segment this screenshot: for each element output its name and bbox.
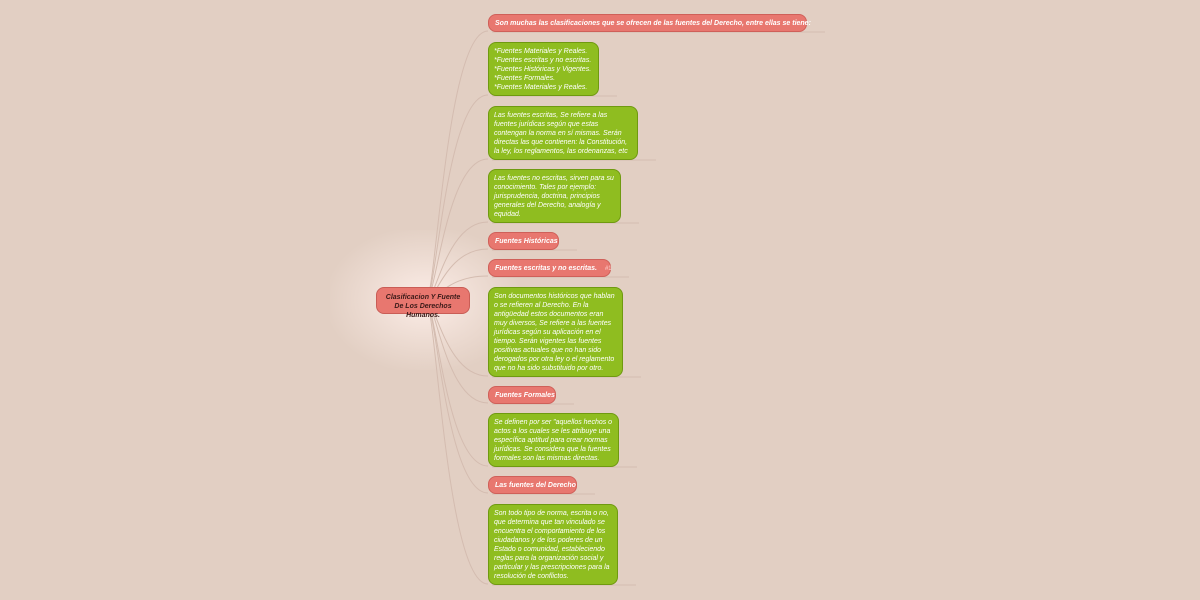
topic-fuentes-escritas[interactable]: Fuentes escritas y no escritas. #1	[488, 259, 612, 277]
topic-fuentes-formales[interactable]: Fuentes Formales	[488, 386, 556, 404]
topic-fuentes-historicas[interactable]: Fuentes Históricas	[488, 232, 559, 250]
note-fuentes-escritas[interactable]: Las fuentes escritas, Se refiere a las f…	[488, 106, 638, 160]
note-fuentes-del-derecho[interactable]: Son todo tipo de norma, escrita o no, qu…	[488, 504, 618, 585]
root-topic[interactable]: Clasificacion Y Fuente De Los Derechos H…	[376, 287, 470, 319]
note-fuentes-no-escritas[interactable]: Las fuentes no escritas, sirven para su …	[488, 169, 621, 223]
topic-fuentes-del-derecho[interactable]: Las fuentes del Derecho	[488, 476, 577, 494]
connector-8	[425, 300, 489, 467]
link-badge: #1	[604, 266, 612, 272]
connector-9	[425, 300, 489, 494]
connector-10	[425, 300, 489, 585]
connector-2	[425, 158, 489, 302]
connector-1	[425, 94, 489, 302]
note-fuentes-formales[interactable]: Se definen por ser "aquellos hechos o ac…	[488, 413, 619, 467]
note-fuentes-historicas[interactable]: Son documentos históricos que hablan o s…	[488, 287, 623, 377]
topic-intro[interactable]: Son muchas las clasificaciones que se of…	[488, 14, 811, 32]
note-classification-list[interactable]: *Fuentes Materiales y Reales. *Fuentes e…	[488, 42, 599, 96]
topic-fuentes-escritas-label: Fuentes escritas y no escritas.	[495, 265, 597, 272]
